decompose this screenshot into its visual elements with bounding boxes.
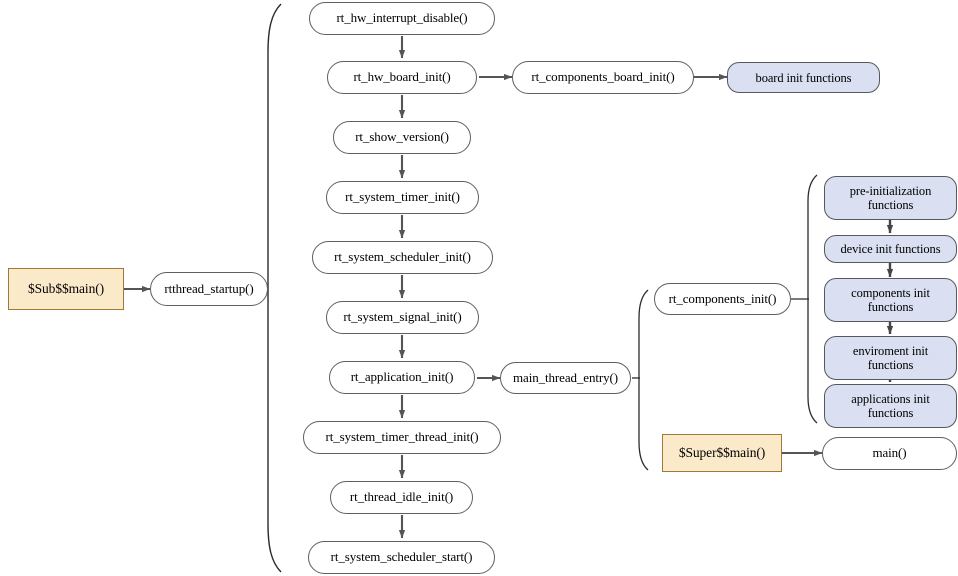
node-enviroment-init-functions[interactable]: enviroment init functions	[824, 336, 957, 380]
node-device-init-functions[interactable]: device init functions	[824, 235, 957, 263]
node-components-init-functions[interactable]: components init functions	[824, 278, 957, 322]
node-label: $Sub$$main()	[27, 281, 105, 297]
node-rtthread-startup[interactable]: rtthread_startup()	[150, 272, 268, 306]
node-super-main[interactable]: $Super$$main()	[662, 434, 782, 472]
brace-main-thread-entry	[632, 289, 649, 471]
node-label: board init functions	[755, 70, 852, 85]
node-rt-system-signal-init[interactable]: rt_system_signal_init()	[326, 301, 479, 334]
node-rt-hw-board-init[interactable]: rt_hw_board_init()	[327, 61, 477, 94]
node-label: $Super$$main()	[678, 445, 766, 461]
node-rt-thread-idle-init[interactable]: rt_thread_idle_init()	[330, 481, 473, 514]
node-label: rt_system_timer_init()	[345, 189, 460, 205]
node-rt-hw-interrupt-disable[interactable]: rt_hw_interrupt_disable()	[309, 2, 495, 35]
node-label: rtthread_startup()	[164, 280, 254, 296]
node-label: pre-initialization functions	[849, 184, 932, 212]
node-label: main()	[872, 445, 907, 461]
node-rt-system-scheduler-start[interactable]: rt_system_scheduler_start()	[308, 541, 495, 574]
node-label: rt_show_version()	[355, 129, 449, 145]
node-label: rt_hw_board_init()	[353, 69, 451, 85]
node-label: rt_components_init()	[668, 290, 777, 306]
node-rt-system-scheduler-init[interactable]: rt_system_scheduler_init()	[312, 241, 493, 274]
node-label: enviroment init functions	[852, 344, 929, 372]
node-rt-show-version[interactable]: rt_show_version()	[333, 121, 471, 154]
node-label: components init functions	[851, 286, 930, 314]
node-board-init-functions[interactable]: board init functions	[727, 62, 880, 93]
node-pre-initialization-functions[interactable]: pre-initialization functions	[824, 176, 957, 220]
node-rt-system-timer-init[interactable]: rt_system_timer_init()	[326, 181, 479, 214]
node-applications-init-functions[interactable]: applications init functions	[824, 384, 957, 428]
node-main[interactable]: main()	[822, 437, 957, 470]
node-sub-main[interactable]: $Sub$$main()	[8, 268, 124, 310]
node-label: rt_system_timer_thread_init()	[325, 429, 479, 445]
node-label: applications init functions	[851, 392, 930, 420]
node-label: rt_application_init()	[350, 369, 454, 385]
node-label: rt_system_scheduler_start()	[330, 549, 473, 565]
node-rt-components-board-init[interactable]: rt_components_board_init()	[512, 61, 694, 94]
node-label: rt_system_signal_init()	[343, 309, 462, 325]
node-label: main_thread_entry()	[513, 369, 618, 385]
node-label: rt_hw_interrupt_disable()	[336, 10, 468, 26]
brace-components-init	[791, 174, 818, 424]
node-label: rt_components_board_init()	[531, 69, 675, 85]
node-rt-application-init[interactable]: rt_application_init()	[329, 361, 475, 394]
node-rt-system-timer-thread-init[interactable]: rt_system_timer_thread_init()	[303, 421, 501, 454]
node-label: device init functions	[840, 242, 941, 256]
node-main-thread-entry[interactable]: main_thread_entry()	[500, 362, 631, 394]
node-label: rt_thread_idle_init()	[349, 489, 454, 505]
node-label: rt_system_scheduler_init()	[334, 249, 471, 265]
node-rt-components-init[interactable]: rt_components_init()	[654, 283, 791, 315]
